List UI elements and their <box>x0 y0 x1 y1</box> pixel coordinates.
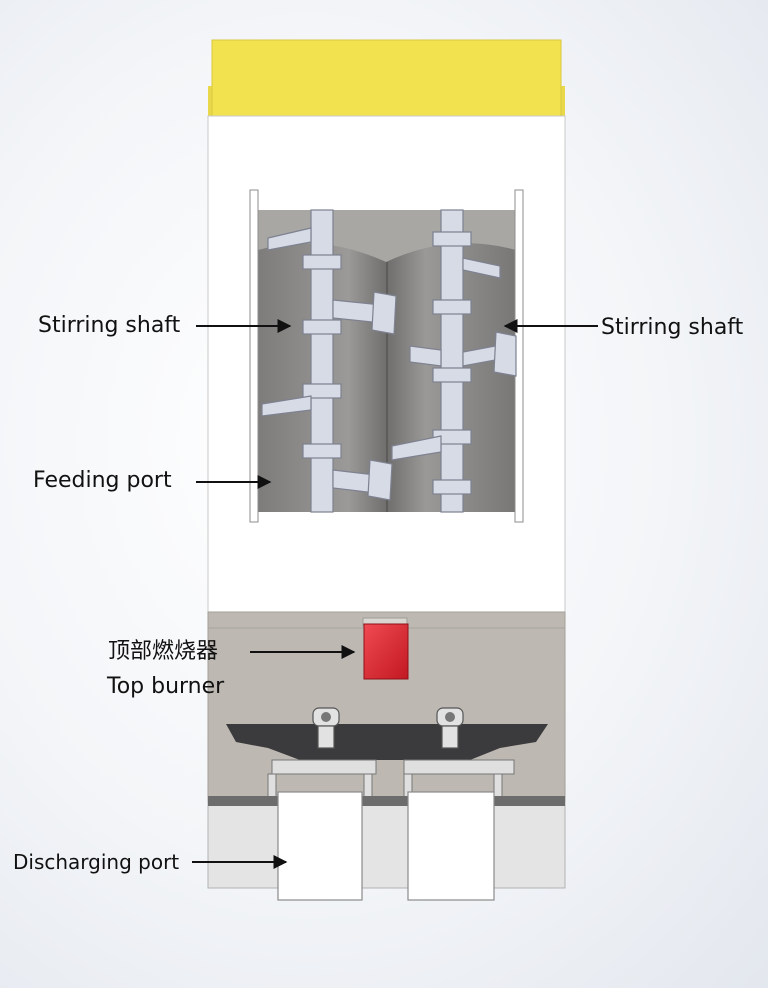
top-burner <box>362 617 409 680</box>
label-stirring-shaft-right: Stirring shaft <box>601 315 744 340</box>
base-frame <box>207 801 566 889</box>
label-feeding-port: Feeding port <box>33 468 172 493</box>
bearing-plate <box>226 707 548 760</box>
label-top-burner-en: Top burner <box>107 674 225 699</box>
arrows <box>192 319 598 869</box>
label-top-burner-cn: 顶部燃烧器 <box>108 639 219 664</box>
yellow-lid <box>208 39 565 117</box>
discharge-chutes <box>277 791 495 901</box>
right-stirring-shaft <box>391 209 517 513</box>
left-stirring-shaft <box>261 209 397 513</box>
label-stirring-shaft-left: Stirring shaft <box>38 313 181 338</box>
label-discharging-port: Discharging port <box>13 850 180 874</box>
base-rail <box>208 796 565 806</box>
